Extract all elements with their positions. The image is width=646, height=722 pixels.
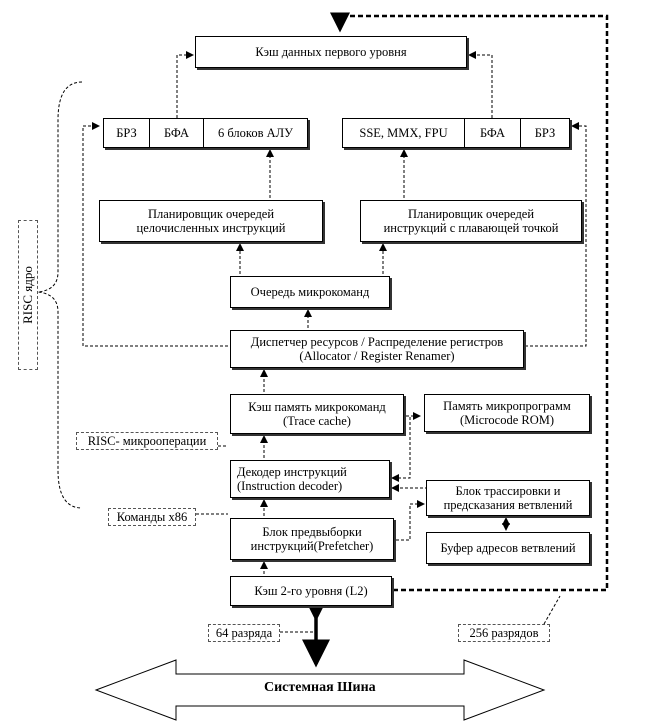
trace-cache: Кэш память микрокоманд (Trace cache) xyxy=(230,394,404,434)
l2-cache: Кэш 2-го уровня (L2) xyxy=(230,576,392,606)
risc-core-bracket xyxy=(37,81,83,509)
branch-predictor: Блок трассировки и предсказания ветвлени… xyxy=(426,480,590,516)
system-bus-label: Системная Шина xyxy=(264,680,376,695)
x86-commands-label: Команды х86 xyxy=(108,508,196,526)
fp-unit-bfa: БФА xyxy=(465,119,521,147)
int-scheduler: Планировщик очередей целочисленных инстр… xyxy=(99,200,323,242)
fp-unit-brz: БРЗ xyxy=(534,125,556,140)
int-unit-bfa: БФА xyxy=(150,119,204,147)
instruction-decoder: Декодер инструкций (Instruction decoder) xyxy=(230,460,390,498)
system-bus-arrow xyxy=(94,659,546,721)
risc-core-label: RISC ядро xyxy=(18,220,38,370)
fp-scheduler: Планировщик очередей инструкций с плаваю… xyxy=(360,200,582,242)
bits-256-label: 256 разрядов xyxy=(458,624,550,642)
bits-64-label: 64 разряда xyxy=(208,624,280,642)
microcode-rom: Память микропрограмм (Microcode ROM) xyxy=(424,394,590,432)
fp-execution-units: SSE, MMX, FPU БФА БРЗ xyxy=(342,118,570,148)
int-execution-units: БРЗ БФА 6 блоков АЛУ xyxy=(103,118,308,148)
risc-ops-label: RISC- микрооперации xyxy=(76,432,218,450)
int-unit-brz: БРЗ xyxy=(104,119,150,147)
fp-unit-sse: SSE, MMX, FPU xyxy=(343,119,465,147)
branch-target-buffer: Буфер адресов ветвлений xyxy=(426,532,590,564)
uop-queue: Очередь микрокоманд xyxy=(230,276,390,308)
int-unit-alu: 6 блоков АЛУ xyxy=(218,125,293,140)
l2-to-l1-bus xyxy=(330,12,609,592)
allocator: Диспетчер ресурсов / Распределение регис… xyxy=(230,330,524,368)
prefetcher: Блок предвыборки инструкций(Prefetcher) xyxy=(230,518,394,560)
l1-cache: Кэш данных первого уровня xyxy=(195,36,467,68)
